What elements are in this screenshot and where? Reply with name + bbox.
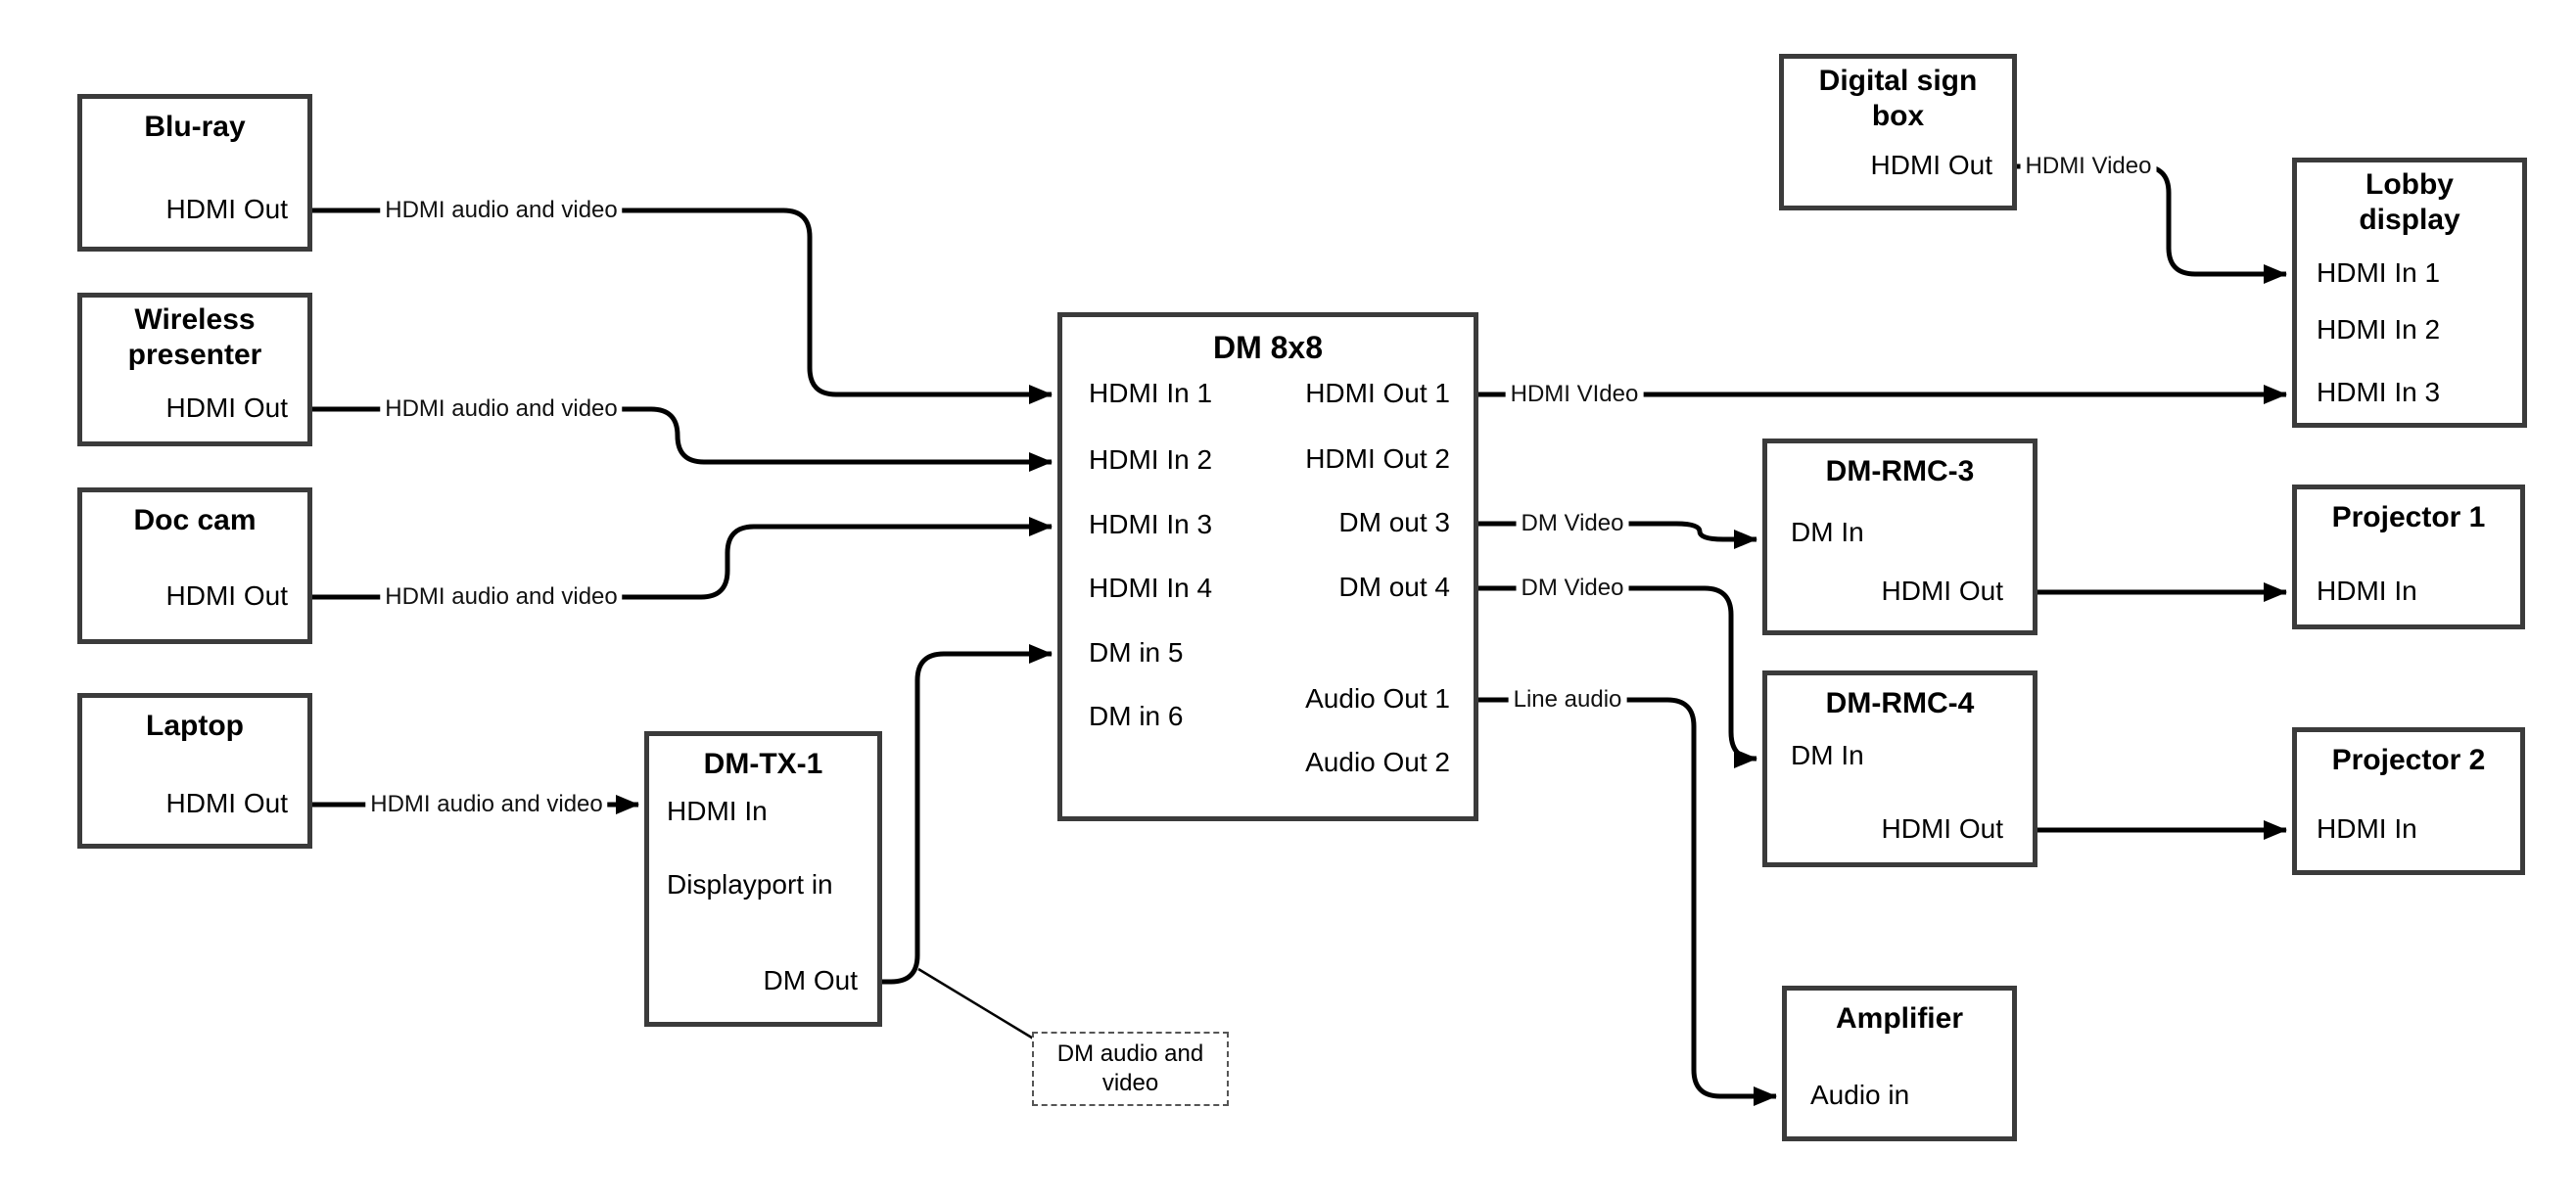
- wire-label-dm-video-out3: DM Video: [1516, 509, 1629, 538]
- wire-digitalsign-to-lobby: [2017, 163, 2287, 284]
- port-hdmi-out: HDMI Out: [165, 393, 288, 423]
- port-hdmi-in-3: HDMI In 3: [2317, 377, 2441, 407]
- wire-bluray-to-hdmi-in-1: [312, 208, 1053, 404]
- wire-label-doccam: HDMI audio and video: [380, 582, 623, 612]
- port-hdmi-in-2: HDMI In 2: [2317, 314, 2441, 345]
- note-dm-audio-and-video: DM audio and video: [1032, 1032, 1229, 1106]
- port-hdmi-in-1: HDMI In 1: [1089, 378, 1213, 408]
- wire-label-bluray: HDMI audio and video: [380, 196, 623, 225]
- port-dm-out: DM Out: [763, 965, 858, 995]
- port-hdmi-out-1: HDMI Out 1: [1305, 378, 1450, 408]
- node-title: Projector 2: [2331, 744, 2486, 776]
- port-hdmi-in: HDMI In: [667, 796, 768, 826]
- port-hdmi-out: HDMI Out: [165, 788, 288, 818]
- node-title: Wireless presenter: [127, 303, 262, 371]
- port-dm-in-6: DM in 6: [1089, 701, 1184, 731]
- node-title: DM-RMC-3: [1825, 455, 1975, 487]
- wire-dm-out-3-to-dmrmc3: [1478, 521, 1757, 549]
- node-dm-8x8: DM 8x8 HDMI In 1 HDMI In 2 HDMI In 3 HDM…: [1057, 312, 1478, 821]
- port-hdmi-out: HDMI Out: [165, 580, 288, 611]
- wire-label-dm-video-out4: DM Video: [1516, 574, 1629, 603]
- node-wireless-presenter: Wireless presenter HDMI Out: [77, 293, 312, 446]
- node-title: DM-RMC-4: [1825, 687, 1975, 719]
- node-title: Laptop: [146, 710, 244, 742]
- node-title: Blu-ray: [144, 111, 246, 143]
- port-dm-in-5: DM in 5: [1089, 637, 1184, 668]
- node-projector-1: Projector 1 HDMI In: [2292, 485, 2525, 629]
- port-displayport-in: Displayport in: [667, 869, 833, 900]
- port-hdmi-in: HDMI In: [2317, 813, 2417, 844]
- node-title: DM-TX-1: [703, 748, 823, 780]
- wire-label-laptop: HDMI audio and video: [365, 790, 608, 819]
- wire-doccam-to-hdmi-in-3: [312, 517, 1053, 600]
- node-laptop: Laptop HDMI Out: [77, 693, 312, 849]
- wire-dmtx1-to-dm-in-5: [881, 644, 1053, 985]
- port-hdmi-out: HDMI Out: [1870, 150, 1992, 180]
- node-dm-rmc-3: DM-RMC-3 DM In HDMI Out: [1762, 439, 2037, 635]
- node-dm-tx-1: DM-TX-1 HDMI In Displayport in DM Out: [644, 731, 882, 1027]
- node-doc-cam: Doc cam HDMI Out: [77, 487, 312, 644]
- wire-dm-out-4-to-dmrmc4: [1478, 585, 1757, 768]
- wire-wireless-to-hdmi-in-2: [312, 406, 1053, 472]
- port-hdmi-in-1: HDMI In 1: [2317, 257, 2441, 288]
- node-digital-sign-box: Digital sign box HDMI Out: [1779, 54, 2017, 210]
- node-lobby-display: Lobby display HDMI In 1 HDMI In 2 HDMI I…: [2292, 158, 2527, 428]
- port-hdmi-out: HDMI Out: [1881, 576, 2003, 606]
- node-title: Doc cam: [133, 504, 257, 536]
- note-callout-line: [917, 967, 1036, 1041]
- wire-label-digitalsign: HDMI Video: [2020, 152, 2157, 181]
- node-bluray: Blu-ray HDMI Out: [77, 94, 312, 252]
- node-title: Digital sign box: [1818, 65, 1978, 132]
- wire-label-wireless: HDMI audio and video: [380, 394, 623, 424]
- port-dm-out-4: DM out 4: [1338, 572, 1450, 602]
- node-projector-2: Projector 2 HDMI In: [2292, 727, 2525, 875]
- port-hdmi-out: HDMI Out: [1881, 813, 2003, 844]
- wire-label-hdmi-video-out1: HDMI VIdeo: [1505, 380, 1644, 409]
- port-hdmi-out-2: HDMI Out 2: [1305, 443, 1450, 474]
- port-audio-out-2: Audio Out 2: [1305, 747, 1450, 777]
- node-title: Lobby display: [2359, 168, 2460, 236]
- wire-audio-out-1-to-amplifier: [1478, 697, 1777, 1106]
- port-hdmi-in-3: HDMI In 3: [1089, 509, 1213, 539]
- port-dm-out-3: DM out 3: [1338, 507, 1450, 537]
- node-title: Amplifier: [1835, 1002, 1964, 1035]
- port-hdmi-in: HDMI In: [2317, 576, 2417, 606]
- node-title: DM 8x8: [1212, 330, 1324, 365]
- port-audio-in: Audio in: [1810, 1080, 1910, 1110]
- port-dm-in: DM In: [1791, 740, 1864, 770]
- port-audio-out-1: Audio Out 1: [1305, 683, 1450, 714]
- node-amplifier: Amplifier Audio in: [1782, 986, 2017, 1141]
- port-hdmi-out: HDMI Out: [165, 194, 288, 224]
- port-hdmi-in-2: HDMI In 2: [1089, 444, 1213, 475]
- wire-label-line-audio: Line audio: [1508, 685, 1627, 715]
- port-hdmi-in-4: HDMI In 4: [1089, 573, 1213, 603]
- node-dm-rmc-4: DM-RMC-4 DM In HDMI Out: [1762, 670, 2037, 867]
- port-dm-in: DM In: [1791, 517, 1864, 547]
- node-title: Projector 1: [2331, 501, 2486, 533]
